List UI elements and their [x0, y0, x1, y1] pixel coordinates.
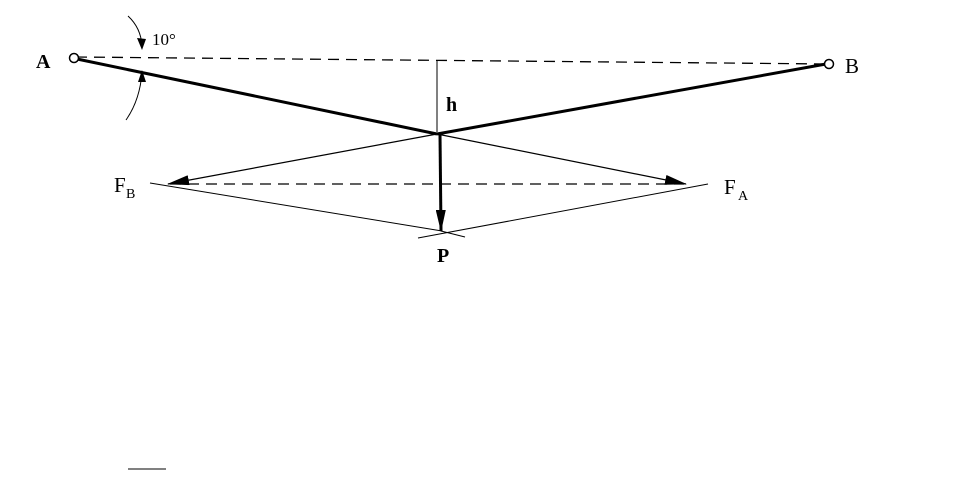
label-height-h: h	[446, 94, 457, 116]
support-pin-a	[68, 52, 80, 64]
force-vector-fb	[167, 133, 438, 186]
support-pin-b	[823, 58, 835, 70]
cable-b	[436, 62, 827, 136]
label-point-b: B	[845, 54, 859, 78]
label-force-b-subscript: B	[126, 187, 135, 202]
reference-line-ab	[75, 56, 829, 65]
polygon-cross-p	[440, 230, 466, 238]
angle-arrow-upper	[137, 38, 146, 50]
label-force-a: F	[724, 175, 736, 199]
cable-a	[76, 57, 438, 136]
label-load-p: P	[437, 245, 449, 267]
label-angle: 10°	[152, 30, 176, 49]
label-point-a: A	[36, 51, 51, 73]
label-force-a-subscript: A	[738, 189, 749, 204]
polygon-side-fb-p	[149, 182, 443, 232]
angle-arrow-lower	[138, 70, 146, 82]
load-vector-p	[435, 133, 446, 232]
polygon-side-p-fa	[417, 183, 709, 239]
label-force-b: F	[114, 173, 126, 197]
force-vector-fa	[436, 133, 687, 185]
